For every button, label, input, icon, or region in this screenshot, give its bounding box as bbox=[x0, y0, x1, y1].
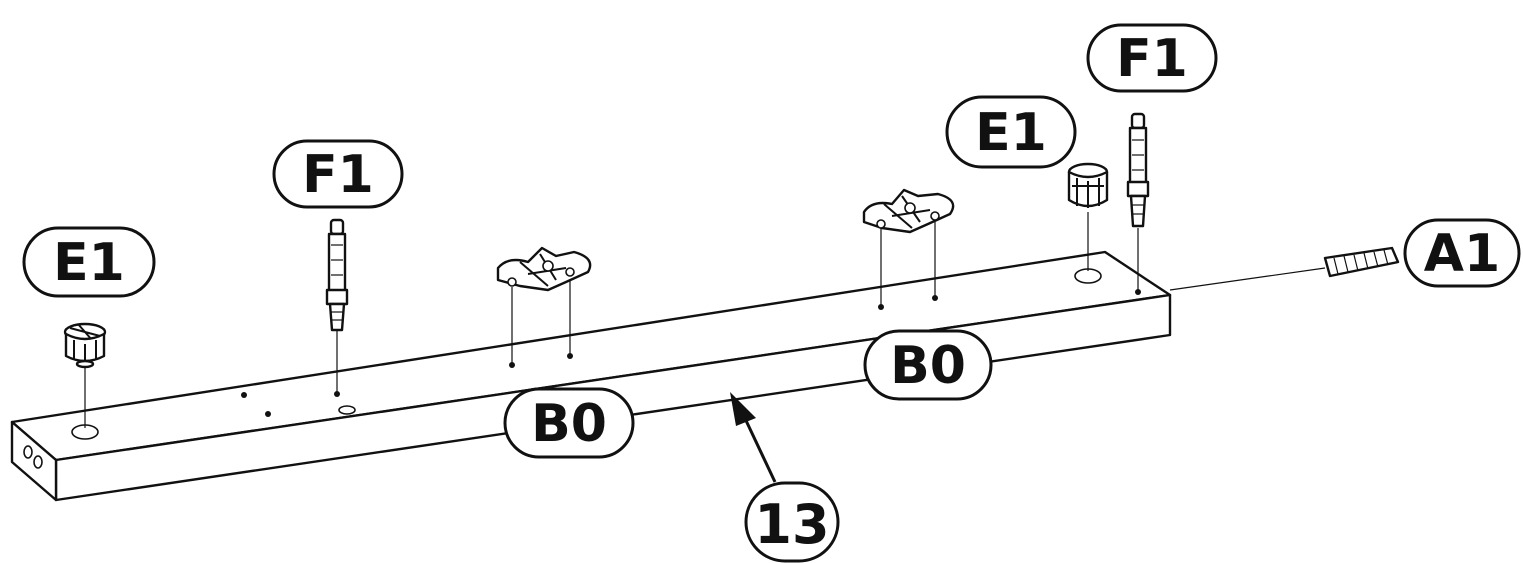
label-b0-left: B0 bbox=[503, 387, 635, 459]
label-b0-left-text: B0 bbox=[531, 394, 607, 454]
label-f1-right: F1 bbox=[1086, 23, 1218, 93]
wooden-dowel-a1 bbox=[1323, 246, 1400, 278]
label-f1-left: F1 bbox=[272, 139, 404, 209]
guide-lines bbox=[84, 212, 1326, 428]
pointer-arrow-13 bbox=[730, 392, 777, 483]
connector-bolt-f1-left bbox=[325, 218, 349, 332]
label-a1: A1 bbox=[1403, 218, 1521, 288]
connector-bolt-f1-right bbox=[1126, 112, 1150, 228]
label-b0-right: B0 bbox=[863, 329, 993, 401]
dowel-hole bbox=[334, 391, 340, 397]
hinge-plate-left bbox=[496, 246, 592, 292]
hinge-plate-right bbox=[862, 188, 955, 234]
label-e1-left-text: E1 bbox=[53, 233, 125, 293]
rail-holes bbox=[71, 268, 1141, 440]
hinge-hole bbox=[932, 295, 938, 301]
hinge-hole bbox=[878, 304, 884, 310]
label-part-13-text: 13 bbox=[754, 493, 829, 556]
cam-hole-right bbox=[1074, 268, 1102, 284]
label-b0-right-text: B0 bbox=[890, 336, 966, 396]
hinge-hole bbox=[567, 353, 573, 359]
end-hole-2 bbox=[33, 455, 43, 469]
rail-beam bbox=[10, 250, 1172, 502]
label-f1-left-text: F1 bbox=[302, 145, 374, 205]
label-part-13: 13 bbox=[744, 481, 840, 563]
label-e1-right: E1 bbox=[945, 95, 1077, 169]
cam-lock-e1-right bbox=[1067, 162, 1109, 208]
dowel-hole bbox=[1135, 289, 1141, 295]
label-e1-right-text: E1 bbox=[975, 103, 1047, 163]
pin-hole bbox=[265, 411, 271, 417]
end-hole-1 bbox=[23, 445, 33, 459]
hinge-hole bbox=[509, 362, 515, 368]
label-a1-text: A1 bbox=[1424, 224, 1500, 284]
cam-lock-e1-left bbox=[63, 322, 107, 369]
small-hole bbox=[338, 405, 356, 415]
label-e1-left: E1 bbox=[22, 226, 156, 298]
pin-hole bbox=[241, 392, 247, 398]
label-f1-right-text: F1 bbox=[1116, 29, 1188, 89]
